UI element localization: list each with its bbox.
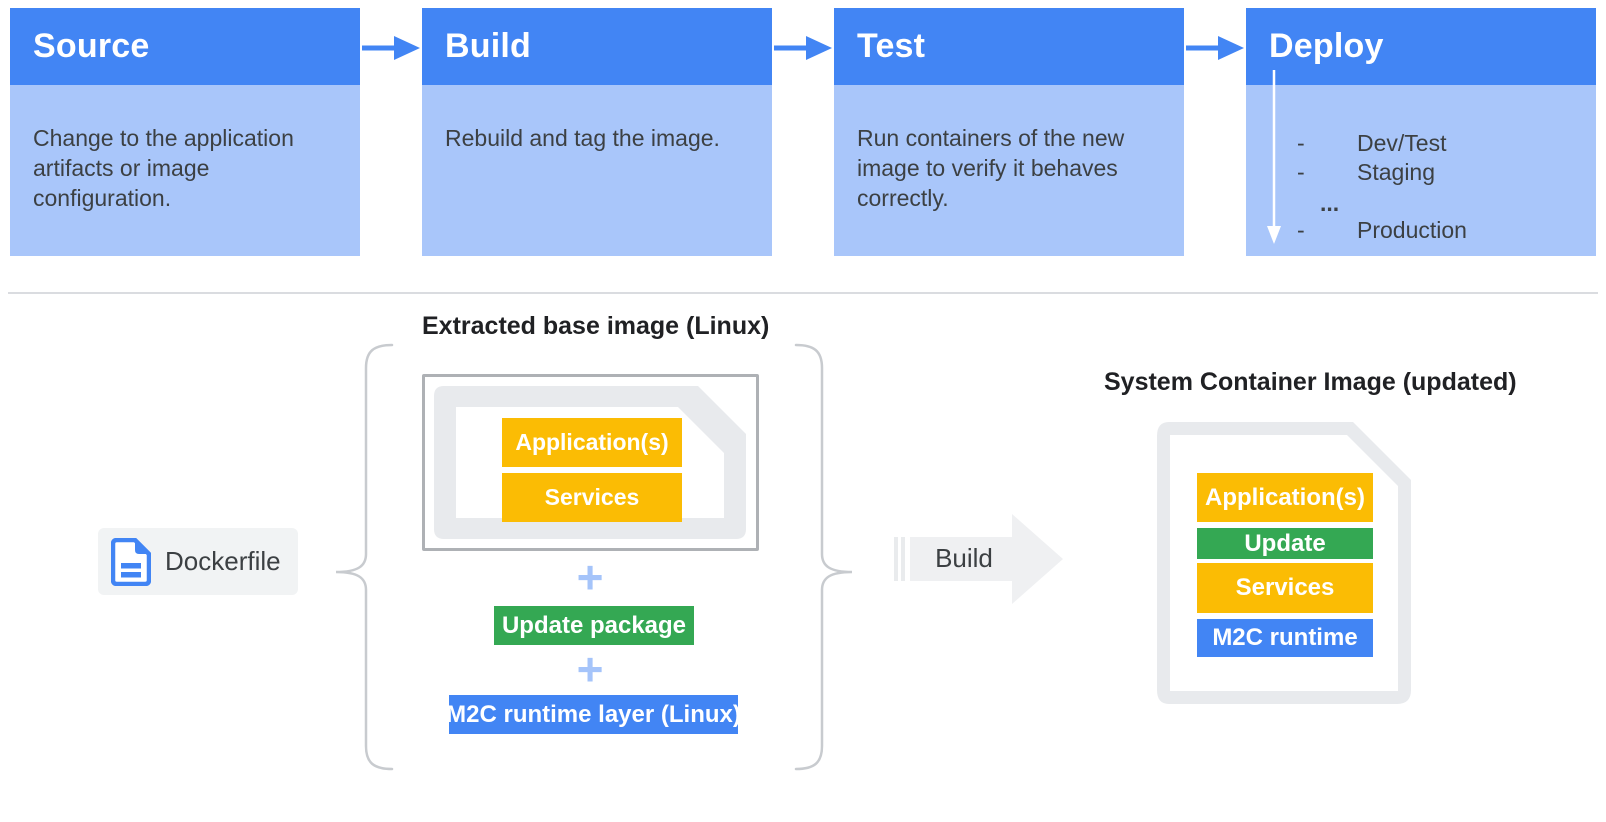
stage-card-deploy: Deploy [1246,8,1596,256]
deploy-item-staging: - Staging [1297,159,1435,185]
deploy-progression-arrow-icon [1267,70,1281,244]
deploy-bullet: - [1297,130,1305,156]
left-brace [335,343,394,771]
deploy-item-ellipsis: ... [1320,190,1339,216]
stage-description-test: Run containers of the new image to verif… [834,85,1184,256]
stage-title-test: Test [834,8,1184,85]
m2c-runtime-layer-box: M2C runtime layer (Linux) [446,695,741,734]
build-arrow-icon [894,514,1063,604]
base-layer-applications: Application(s) [502,418,682,467]
stage-title-source: Source [10,8,360,85]
document-icon [111,537,151,586]
dockerfile-label: Dockerfile [165,546,281,576]
deploy-item-dev-test: - Dev/Test [1297,130,1446,156]
stage-card-source: Source Change to the application artifac… [10,8,360,256]
deploy-bullet: - [1297,159,1305,185]
stage-description-source: Change to the application artifacts or i… [10,85,360,256]
system-container-image-title: System Container Image (updated) [1104,368,1517,396]
arrow-source-to-build-icon [362,36,420,60]
extracted-base-image-title: Extracted base image (Linux) [422,312,770,340]
plus-icon: + [576,643,604,695]
arrow-build-to-test-icon [774,36,832,60]
deploy-item-label: Staging [1357,159,1436,185]
section-divider [8,292,1598,294]
base-layer-services: Services [502,473,682,522]
result-layer-applications: Application(s) [1197,473,1373,522]
right-brace [794,343,853,771]
result-layer-services: Services [1197,563,1373,613]
stage-title-build: Build [422,8,772,85]
plus-icon: + [576,551,604,603]
arrow-test-to-deploy-icon [1186,36,1244,60]
deploy-item-production: - Production [1297,217,1467,243]
result-layer-update: Update [1197,528,1373,559]
stage-description-build: Rebuild and tag the image. [422,85,772,256]
deploy-bullet: - [1297,217,1305,243]
result-layer-m2c-runtime: M2C runtime [1197,619,1373,657]
update-package-box: Update package [494,606,694,645]
stage-card-build: Build Rebuild and tag the image. [422,8,772,256]
build-arrow-label: Build [935,543,993,573]
deploy-item-label: Production [1357,217,1467,243]
base-image-document-icon [434,386,746,539]
stage-body-deploy [1246,85,1596,256]
deploy-item-label: Dev/Test [1357,130,1447,156]
deploy-item-label: ... [1320,190,1340,216]
stage-card-test: Test Run containers of the new image to … [834,8,1184,256]
dockerfile-chip: Dockerfile [98,528,298,595]
stage-title-deploy: Deploy [1246,8,1596,85]
